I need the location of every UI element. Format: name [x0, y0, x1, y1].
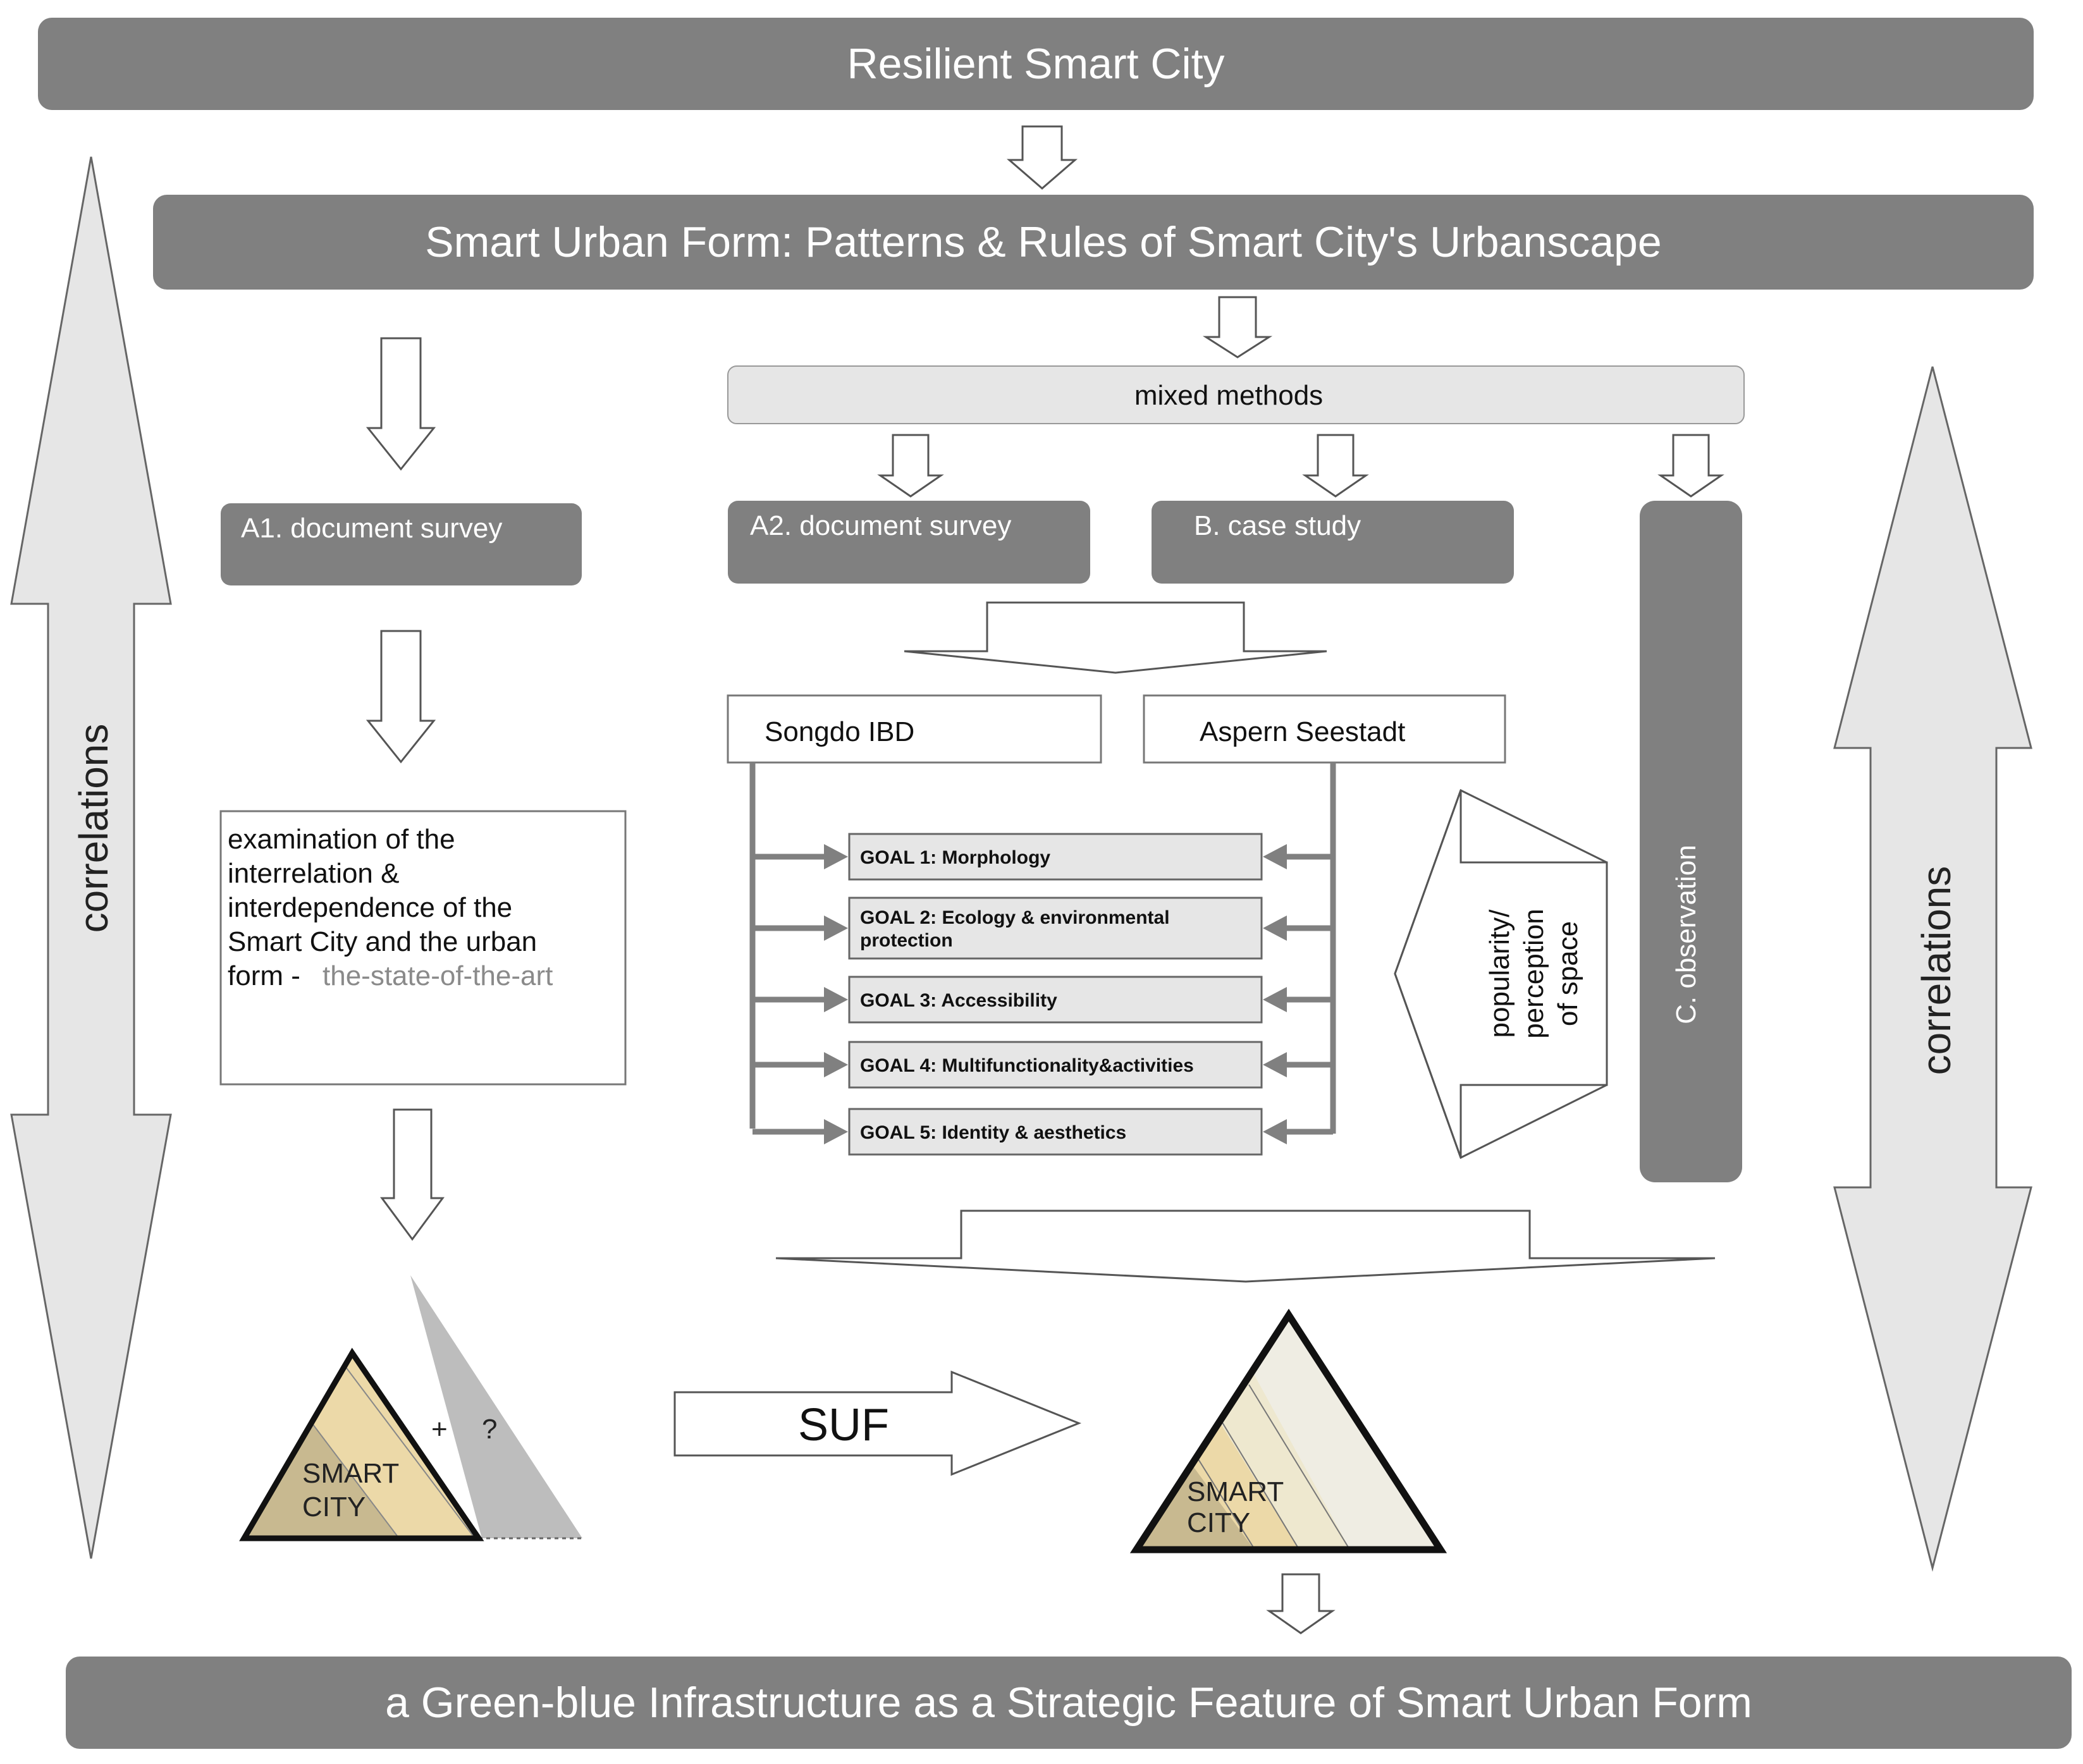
down-arrow-icon — [366, 337, 436, 471]
popularity-label: popularity/ perception of space — [1484, 909, 1583, 1038]
down-arrow-icon — [1266, 1573, 1336, 1634]
goal-row-2: GOAL 2: Ecology & environmentalprotectio… — [753, 897, 1333, 960]
popularity-line-2: perception — [1518, 909, 1549, 1038]
method-b-label: B. case study — [1194, 510, 1361, 541]
correlations-right-label: correlations — [1914, 866, 1959, 1075]
method-a2-box: A2. document survey — [728, 501, 1090, 584]
goal-box — [848, 1108, 1263, 1156]
down-arrow-icon — [877, 434, 944, 498]
method-a1-box: A1. document survey — [221, 503, 582, 585]
goal-1-line-1: GOAL 1: Morphology — [860, 847, 1050, 868]
examination-box: examination of the interrelation & inter… — [219, 810, 627, 1086]
triangle-left-line1: SMART — [302, 1458, 399, 1489]
goal-5-line-1: GOAL 5: Identity & aesthetics — [860, 1122, 1126, 1143]
mixed-methods-panel: mixed methods — [727, 365, 1745, 424]
mixed-methods-label: mixed methods — [1134, 380, 1323, 411]
triangle-left-question: ? — [482, 1414, 497, 1445]
arrowhead-left-icon — [1263, 987, 1287, 1012]
popularity-line-3: of space — [1552, 921, 1583, 1026]
arrowhead-right-icon — [824, 1119, 848, 1144]
banner-green-blue-infrastructure: a Green-blue Infrastructure as a Strateg… — [66, 1657, 2072, 1749]
examination-line-3: interdependence of the — [228, 892, 512, 923]
case-songdo-label: Songdo IBD — [765, 716, 914, 747]
method-a1-label: A1. document survey — [241, 513, 502, 544]
triangle-left-plus: + — [431, 1414, 448, 1445]
correlations-left-label: correlations — [71, 724, 116, 933]
banner-smart-urban-form: Smart Urban Form: Patterns & Rules of Sm… — [153, 195, 2034, 290]
arrowhead-left-icon — [1263, 844, 1287, 869]
down-arrow-icon — [1657, 434, 1724, 498]
down-arrow-icon — [1006, 125, 1078, 190]
banner-bottom-text: a Green-blue Infrastructure as a Strateg… — [385, 1679, 1752, 1727]
down-arrow-icon — [366, 630, 436, 764]
down-arrow-icon — [1302, 434, 1369, 498]
goal-row-1: GOAL 1: Morphology — [753, 833, 1333, 881]
merge-arrow-icon — [904, 601, 1327, 674]
goal-2-line-1: GOAL 2: Ecology & environmental — [860, 907, 1170, 928]
down-arrow-icon — [1202, 296, 1273, 358]
goal-row-5: GOAL 5: Identity & aesthetics — [753, 1108, 1333, 1156]
goal-2-line-2: protection — [860, 930, 953, 951]
triangle-right-line1: SMART — [1187, 1476, 1284, 1507]
method-b-box: B. case study — [1152, 501, 1514, 584]
method-a2-label: A2. document survey — [750, 510, 1011, 541]
case-aspern-box: Aspern Seestadt — [1143, 694, 1506, 764]
examination-line-4: Smart City and the urban — [228, 926, 537, 957]
merge-arrow-icon — [775, 1210, 1716, 1283]
smart-city-triangle-right: SMART CITY — [1129, 1308, 1447, 1553]
case-aspern-label: Aspern Seestadt — [1200, 716, 1405, 747]
arrowhead-left-icon — [1263, 916, 1287, 941]
goal-row-3: GOAL 3: Accessibility — [753, 976, 1333, 1024]
banner-top-text: Resilient Smart City — [847, 40, 1224, 88]
correlations-arrow-right: correlations — [1833, 366, 2032, 1572]
down-arrow-icon — [380, 1108, 445, 1241]
popularity-line-1: popularity/ — [1484, 909, 1515, 1038]
goal-4-line-1: GOAL 4: Multifunctionality&activities — [860, 1055, 1194, 1076]
goal-box — [848, 897, 1263, 960]
case-songdo-box: Songdo IBD — [727, 694, 1102, 764]
arrowhead-right-icon — [824, 987, 848, 1012]
arrowhead-left-icon — [1263, 1119, 1287, 1144]
arrowhead-right-icon — [824, 916, 848, 941]
goal-box — [848, 1041, 1263, 1089]
suf-label: SUF — [798, 1400, 889, 1450]
banner-second-text: Smart Urban Form: Patterns & Rules of Sm… — [425, 218, 1661, 266]
arrowhead-right-icon — [824, 844, 848, 869]
goal-box — [848, 976, 1263, 1024]
examination-line-5-highlight: the-state-of-the-art — [323, 960, 553, 991]
goal-3-line-1: GOAL 3: Accessibility — [860, 990, 1057, 1011]
goal-box — [848, 833, 1263, 881]
banner-resilient-smart-city: Resilient Smart City — [38, 18, 2034, 110]
examination-line-1: examination of the — [228, 824, 455, 855]
correlations-arrow-left: correlations — [10, 156, 172, 1559]
arrowhead-left-icon — [1263, 1052, 1287, 1077]
triangle-right-line2: CITY — [1187, 1507, 1250, 1538]
method-c-box: C. observation — [1640, 501, 1742, 1182]
examination-line-5-prefix: form - — [228, 960, 300, 991]
smart-city-triangle-left: SMART CITY + ? — [239, 1275, 582, 1541]
suf-arrow: SUF — [673, 1370, 1082, 1476]
method-c-label: C. observation — [1671, 845, 1702, 1024]
triangle-left-line2: CITY — [302, 1491, 366, 1522]
arrowhead-right-icon — [824, 1052, 848, 1077]
examination-line-2: interrelation & — [228, 858, 399, 889]
goal-row-4: GOAL 4: Multifunctionality&activities — [753, 1041, 1333, 1089]
